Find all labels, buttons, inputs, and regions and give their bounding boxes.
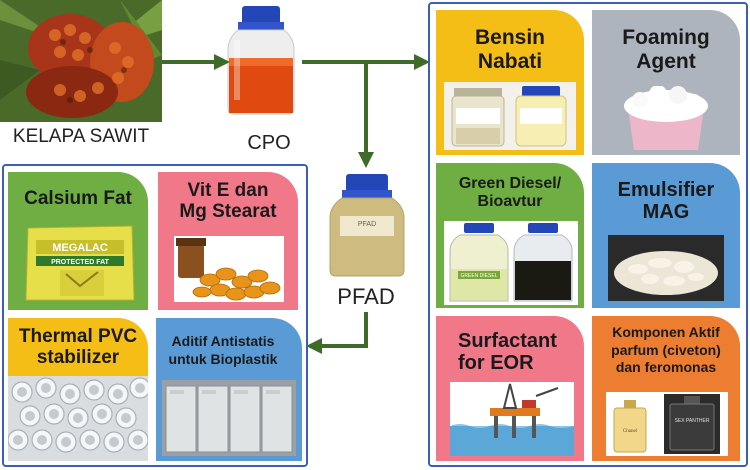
card-emulsifier-mag: Emulsifier MAG <box>592 163 740 308</box>
perfume-bottle-2-text: SEX PANTHER <box>675 418 710 424</box>
pvc-pipes-image <box>8 376 148 461</box>
card-title: Surfactant for EOR <box>458 330 557 375</box>
perfume-bottles-image: Chanel SEX PANTHER <box>606 392 728 456</box>
card-title: Aditif Antistatis untuk Bioplastik <box>168 333 278 368</box>
card-title: Komponen Aktif parfum (civeton) dan fero… <box>611 324 721 375</box>
card-title: Emulsifier MAG <box>617 179 715 224</box>
card-title: Bensin Nabati <box>474 26 545 73</box>
arrow-pfad-to-left-panel <box>312 312 368 350</box>
palm-label: KELAPA SAWIT <box>12 126 150 147</box>
card-title: Foaming Agent <box>622 26 710 73</box>
palm-fruit-photo <box>0 0 162 122</box>
cpo-label: CPO <box>247 132 291 154</box>
emulsifier-flakes-image <box>608 235 724 301</box>
megalac-text: MEGALAC <box>52 242 108 254</box>
card-bensin-nabati: Bensin Nabati <box>436 10 584 155</box>
pfad-jar-text: PFAD <box>358 221 376 228</box>
foam-glass-image <box>610 86 722 150</box>
perfume-bottle-1-text: Chanel <box>623 429 638 434</box>
bioplastic-sheets-image <box>162 380 296 456</box>
green-diesel-jar-text: GREEN DIESEL <box>461 273 498 279</box>
pfad-label: PFAD <box>337 284 395 309</box>
offshore-rig-image <box>450 382 574 456</box>
card-title: Vit E dan Mg Stearat <box>179 180 277 223</box>
protected-fat-text: PROTECTED FAT <box>51 259 110 266</box>
vitamin-capsules-image <box>174 236 284 302</box>
cpo-jar-photo <box>220 0 302 118</box>
card-komponen-parfum: Komponen Aktif parfum (civeton) dan fero… <box>592 316 740 461</box>
green-diesel-jars-image: GREEN DIESEL <box>444 221 578 305</box>
card-calsium-fat: Calsium Fat MEGALAC PROTECTED FAT <box>8 172 148 310</box>
megalac-bag-image: MEGALAC PROTECTED FAT <box>22 222 138 304</box>
card-thermal-pvc: Thermal PVC stabilizer <box>8 318 148 461</box>
card-title: Green Diesel/ Bioavtur <box>458 175 562 210</box>
card-green-diesel: Green Diesel/ Bioavtur GREEN DIESEL <box>436 163 584 308</box>
card-title: Calsium Fat <box>24 188 132 209</box>
card-surfactant-eor: Surfactant for EOR <box>436 316 584 461</box>
card-vit-e-mg-stearat: Vit E dan Mg Stearat <box>158 172 298 310</box>
bensin-jars-image <box>444 82 576 150</box>
card-title: Thermal PVC stabilizer <box>18 326 138 369</box>
card-foaming-agent: Foaming Agent <box>592 10 740 155</box>
card-aditif-antistatis: Aditif Antistatis untuk Bioplastik <box>156 318 302 461</box>
pfad-jar-photo: PFAD <box>322 170 412 280</box>
